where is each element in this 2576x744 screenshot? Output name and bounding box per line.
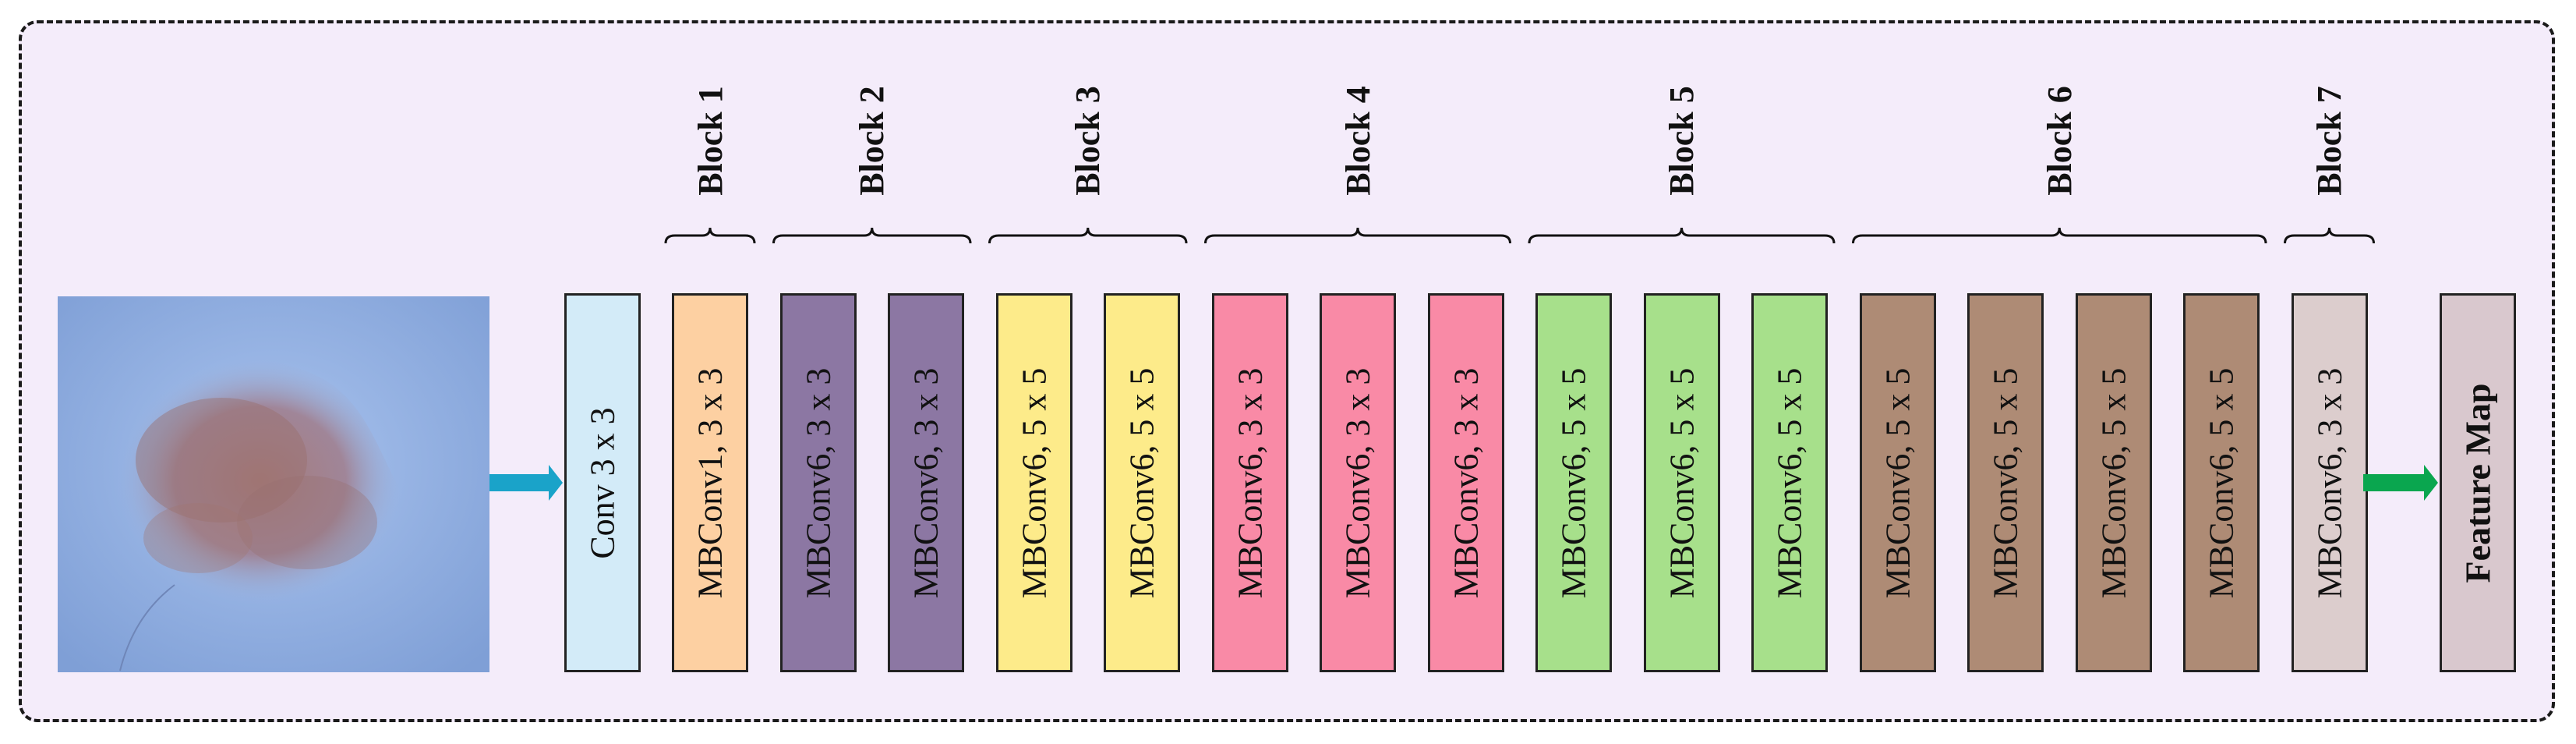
feature-map-box: Feature Map xyxy=(2440,293,2516,672)
group-label-3: Block 3 xyxy=(1057,62,1119,218)
group-label-4: Block 4 xyxy=(1327,62,1389,218)
mbconv-box-5: MBConv6, 5 x 5 xyxy=(1104,293,1180,672)
mbconv-box-4: MBConv6, 5 x 5 xyxy=(995,293,1072,672)
group-label-7: Block 7 xyxy=(2299,62,2361,218)
dermoscopy-input-image xyxy=(58,296,489,672)
mbconv-box-1-label: MBConv1, 3 x 3 xyxy=(691,367,730,598)
mbconv-box-6-label: MBConv6, 3 x 3 xyxy=(1231,367,1270,598)
group-label-text-5: Block 5 xyxy=(1663,85,1701,196)
mbconv-box-12-label: MBConv6, 5 x 5 xyxy=(1878,367,1917,598)
group-label-6: Block 6 xyxy=(2028,62,2090,218)
mbconv-box-10-label: MBConv6, 5 x 5 xyxy=(1663,367,1701,598)
group-label-text-3: Block 3 xyxy=(1069,85,1108,196)
group-label-text-6: Block 6 xyxy=(2040,85,2079,196)
group-label-text-4: Block 4 xyxy=(1338,85,1377,196)
group-label-5: Block 5 xyxy=(1651,62,1713,218)
mbconv-box-9: MBConv6, 5 x 5 xyxy=(1535,293,1612,672)
feature-map-box-label: Feature Map xyxy=(2458,383,2498,583)
mbconv-box-7-label: MBConv6, 3 x 3 xyxy=(1338,367,1377,598)
mbconv-box-5-label: MBConv6, 5 x 5 xyxy=(1122,367,1161,598)
mbconv-box-12: MBConv6, 5 x 5 xyxy=(1859,293,1936,672)
mbconv-box-6: MBConv6, 3 x 3 xyxy=(1211,293,1288,672)
mbconv-box-8-label: MBConv6, 3 x 3 xyxy=(1447,367,1486,598)
mbconv-box-8: MBConv6, 3 x 3 xyxy=(1427,293,1504,672)
mbconv-box-2: MBConv6, 3 x 3 xyxy=(779,293,857,672)
mbconv-box-4-label: MBConv6, 5 x 5 xyxy=(1015,367,1054,598)
group-label-text-7: Block 7 xyxy=(2310,85,2349,196)
mbconv-box-16: MBConv6, 3 x 3 xyxy=(2291,293,2368,672)
stem-conv-box: Conv 3 x 3 xyxy=(564,293,641,672)
mbconv-box-3: MBConv6, 3 x 3 xyxy=(888,293,964,672)
mbconv-box-14: MBConv6, 5 x 5 xyxy=(2075,293,2152,672)
mbconv-box-7: MBConv6, 3 x 3 xyxy=(1320,293,1396,672)
stem-conv-box-label: Conv 3 x 3 xyxy=(583,406,622,559)
mbconv-box-15-label: MBConv6, 5 x 5 xyxy=(2202,367,2241,598)
group-label-2: Block 2 xyxy=(841,62,903,218)
mbconv-box-15: MBConv6, 5 x 5 xyxy=(2183,293,2260,672)
mbconv-box-13-label: MBConv6, 5 x 5 xyxy=(1986,367,2025,598)
mbconv-box-11-label: MBConv6, 5 x 5 xyxy=(1770,367,1809,598)
mbconv-box-16-label: MBConv6, 3 x 3 xyxy=(2310,367,2349,598)
mbconv-box-2-label: MBConv6, 3 x 3 xyxy=(799,367,838,598)
group-label-text-1: Block 1 xyxy=(691,85,730,196)
mbconv-box-9-label: MBConv6, 5 x 5 xyxy=(1554,367,1593,598)
mbconv-box-3-label: MBConv6, 3 x 3 xyxy=(906,367,945,598)
mbconv-box-10: MBConv6, 5 x 5 xyxy=(1643,293,1720,672)
mbconv-box-14-label: MBConv6, 5 x 5 xyxy=(2094,367,2133,598)
group-label-text-2: Block 2 xyxy=(853,85,892,196)
group-label-1: Block 1 xyxy=(679,62,741,218)
mbconv-box-1: MBConv1, 3 x 3 xyxy=(672,293,748,672)
mbconv-box-13: MBConv6, 5 x 5 xyxy=(1967,293,2044,672)
mbconv-box-11: MBConv6, 5 x 5 xyxy=(1751,293,1828,672)
